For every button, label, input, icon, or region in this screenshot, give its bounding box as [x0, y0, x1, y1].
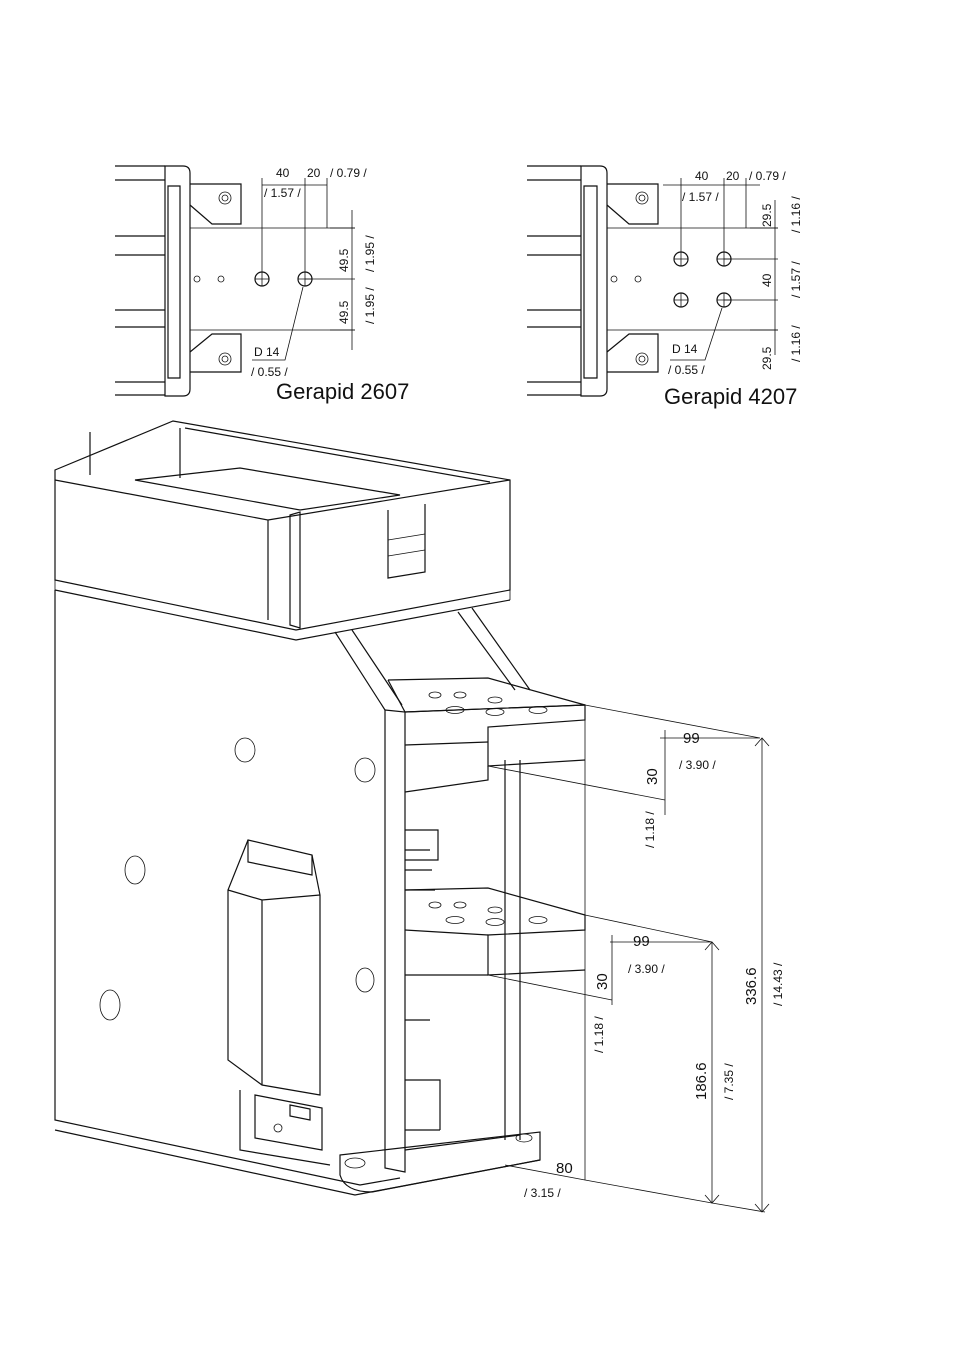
dim-iso-30b: 30 — [594, 973, 611, 990]
dim-iso-30a: 30 — [644, 768, 661, 785]
dim-iso-315: / 3.15 / — [524, 1186, 561, 1200]
dim-iso-1866: 186.6 — [693, 1062, 710, 1100]
dim-4207-hole-in: / 0.55 / — [668, 363, 705, 377]
dim-iso-99b: 99 — [633, 933, 650, 950]
dim-iso-80: 80 — [556, 1160, 573, 1177]
dim-4207-h116a: / 1.16 / — [789, 196, 803, 233]
dim-iso-390b: / 3.90 / — [628, 962, 665, 976]
dim-4207-w40: 40 — [695, 169, 709, 183]
dim-iso-99a: 99 — [683, 730, 700, 747]
dim-4207-w079: / 0.79 / — [749, 169, 786, 183]
dim-4207-h295a: 29.5 — [760, 203, 774, 227]
dim-iso-1443: / 14.43 / — [771, 962, 785, 1006]
title-gerapid-2607: Gerapid 2607 — [276, 379, 409, 404]
title-gerapid-4207: Gerapid 4207 — [664, 384, 797, 409]
dim-iso-118b: / 1.18 / — [592, 1016, 606, 1053]
dim-2607-h495b: 49.5 — [337, 300, 351, 324]
dim-2607-hole-in: / 0.55 / — [251, 365, 288, 379]
dim-4207-h295b: 29.5 — [760, 346, 774, 370]
dim-2607-w20: 20 — [307, 166, 321, 180]
dim-2607-w157: / 1.57 / — [264, 186, 301, 200]
iso-assembly — [55, 421, 585, 1195]
dim-iso-3366: 336.6 — [743, 967, 760, 1005]
dim-2607-h195b: / 1.95 / — [363, 287, 377, 324]
dim-iso-735: / 7.35 / — [722, 1063, 736, 1100]
dim-iso-118a: / 1.18 / — [643, 811, 657, 848]
dim-2607-w40: 40 — [276, 166, 290, 180]
iso-dimensions — [488, 705, 769, 1212]
dim-4207-w157: / 1.57 / — [682, 190, 719, 204]
dim-4207-h157: / 1.57 / — [789, 261, 803, 298]
dim-2607-h495a: 49.5 — [337, 248, 351, 272]
dim-4207-h116b: / 1.16 / — [789, 325, 803, 362]
view-gerapid-2607 — [115, 166, 355, 396]
dim-2607-w079: / 0.79 / — [330, 166, 367, 180]
dim-2607-h195a: / 1.95 / — [363, 235, 377, 272]
dim-4207-hole: D 14 — [672, 342, 698, 356]
dim-iso-390a: / 3.90 / — [679, 758, 716, 772]
dim-2607-hole: D 14 — [254, 345, 280, 359]
view-gerapid-4207 — [527, 166, 778, 396]
dim-4207-w20: 20 — [726, 169, 740, 183]
dim-4207-h40: 40 — [760, 273, 774, 287]
